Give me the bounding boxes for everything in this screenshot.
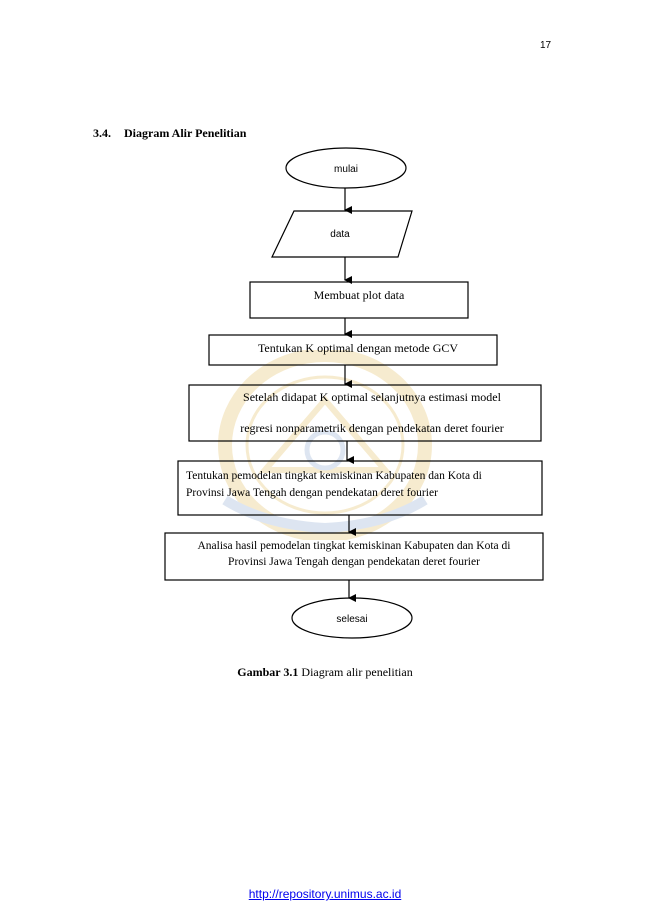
flow-step3-line1: Setelah didapat K optimal selanjutnya es… (243, 390, 502, 404)
flow-start-label: mulai (334, 164, 358, 175)
flow-end-terminator: selesai (291, 597, 413, 639)
repository-link[interactable]: http://repository.unimus.ac.id (248, 887, 402, 901)
section-number: 3.4. (93, 126, 111, 140)
flow-end-label: selesai (336, 614, 367, 625)
flow-step-analysis: Analisa hasil pemodelan tingkat kemiskin… (164, 532, 544, 581)
page-number: 17 (540, 40, 552, 51)
flow-step4-line2: Provinsi Jawa Tengah dengan pendekatan d… (186, 487, 438, 499)
flow-step-gcv: Tentukan K optimal dengan metode GCV (208, 334, 498, 366)
flow-step4-line1: Tentukan pemodelan tingkat kemiskinan Ka… (186, 470, 482, 482)
flow-step5-line2: Provinsi Jawa Tengah dengan pendekatan d… (228, 556, 480, 568)
figure-caption: Gambar 3.1 Diagram alir penelitian (0, 665, 650, 680)
flow-step-plot: Membuat plot data (249, 281, 469, 319)
caption-text: Diagram alir penelitian (301, 665, 413, 679)
flow-start-terminator: mulai (285, 147, 407, 189)
flow-step5-line1: Analisa hasil pemodelan tingkat kemiskin… (198, 540, 511, 552)
flow-step3-line2: regresi nonparametrik dengan pendekatan … (240, 421, 504, 435)
flow-input-label: data (330, 229, 350, 240)
flow-input-data: data (271, 210, 413, 258)
caption-label: Gambar 3.1 (237, 665, 299, 679)
flow-step-estimation: Setelah didapat K optimal selanjutnya es… (188, 384, 542, 442)
section-heading: 3.4. Diagram Alir Penelitian (93, 126, 246, 141)
university-logo-watermark-icon (218, 350, 432, 540)
flow-step-modelling: Tentukan pemodelan tingkat kemiskinan Ka… (177, 460, 543, 516)
flow-step1-label: Membuat plot data (314, 288, 405, 302)
section-title: Diagram Alir Penelitian (124, 126, 247, 140)
flow-step2-label: Tentukan K optimal dengan metode GCV (258, 341, 458, 355)
